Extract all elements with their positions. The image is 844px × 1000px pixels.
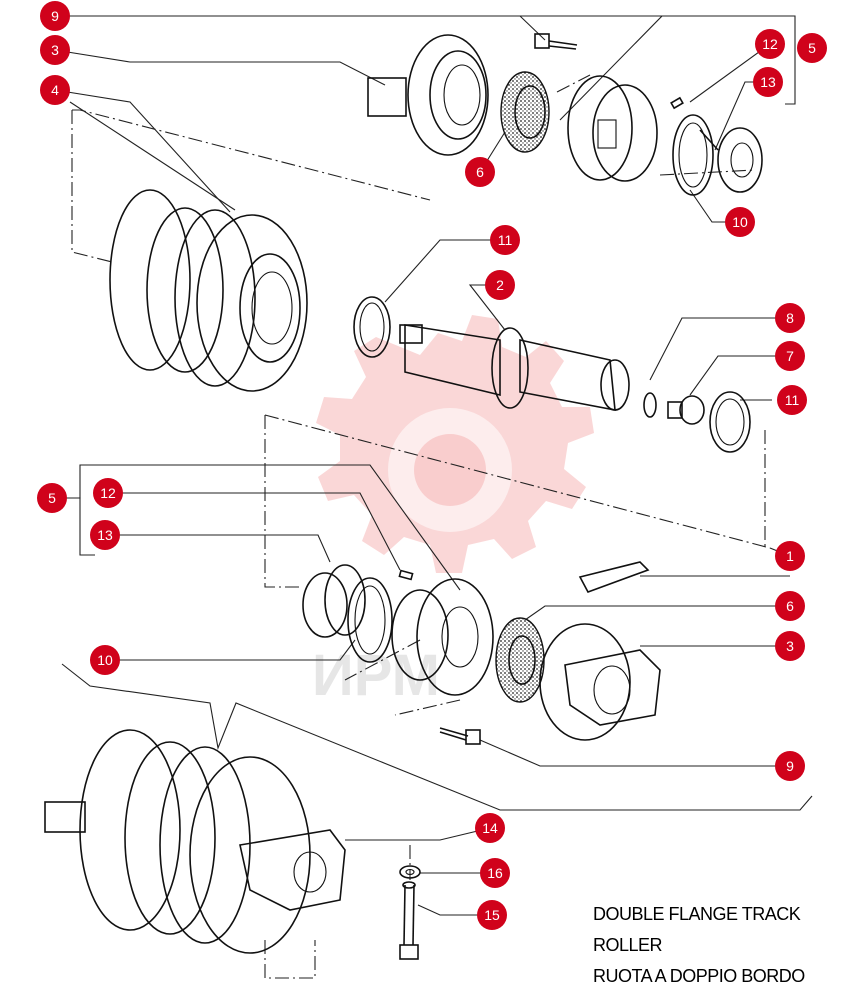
top-collar-part-5 (567, 75, 658, 182)
svg-text:10: 10 (732, 214, 748, 230)
bottom-pin-part-12 (398, 569, 414, 581)
callout-9-top: 9 (40, 1, 70, 31)
stud-bolt-part-15 (399, 881, 419, 960)
svg-text:12: 12 (100, 485, 116, 501)
watermark-gear-logo: ИРМ (312, 315, 594, 708)
bottom-bolt-part-9 (439, 727, 481, 745)
callout-3-top: 3 (40, 35, 70, 65)
callout-11-right: 11 (777, 385, 807, 415)
right-oring-part-11 (709, 391, 751, 453)
svg-text:16: 16 (487, 865, 503, 881)
svg-text:7: 7 (786, 348, 794, 364)
callout-5-top: 5 (797, 33, 827, 63)
top-end-cover-part-3 (367, 34, 489, 156)
svg-text:14: 14 (482, 820, 498, 836)
bottom-oring-part-10 (347, 577, 393, 663)
top-seal-part-6 (500, 71, 550, 153)
svg-text:3: 3 (786, 638, 794, 654)
snap-ring-part-8 (643, 392, 657, 418)
svg-text:9: 9 (51, 8, 59, 24)
callout-15: 15 (477, 900, 507, 930)
caption-line-italian: RUOTA A DOPPIO BORDO (593, 966, 805, 986)
svg-text:3: 3 (51, 42, 59, 58)
callout-8: 8 (775, 303, 805, 333)
svg-text:15: 15 (484, 907, 500, 923)
callout-13-top: 13 (753, 67, 783, 97)
top-pin-part-12 (670, 96, 684, 110)
washer-part-16 (399, 865, 421, 879)
callout-13-bottom: 13 (90, 520, 120, 550)
top-oring-part-10 (672, 114, 714, 196)
callout-10-bottom: 10 (90, 645, 120, 675)
shaft-part-2 (399, 324, 630, 411)
key-part-1 (578, 561, 650, 593)
callout-6-top: 6 (465, 157, 495, 187)
callout-10-top: 10 (725, 207, 755, 237)
svg-text:6: 6 (786, 598, 794, 614)
caption-line-english-2: ROLLER (593, 935, 663, 955)
diagram-caption: DOUBLE FLANGE TRACK ROLLER RUOTA A DOPPI… (593, 899, 805, 992)
callout-11-left: 11 (490, 225, 520, 255)
left-oring-part-11 (353, 296, 391, 358)
svg-text:8: 8 (786, 310, 794, 326)
callout-12-top: 12 (755, 29, 785, 59)
assembled-track-roller (44, 729, 346, 954)
svg-text:11: 11 (498, 232, 513, 248)
top-bushing-part-13 (699, 127, 763, 193)
callout-9-bottom: 9 (775, 751, 805, 781)
callout-5-bottom: 5 (37, 483, 67, 513)
svg-text:10: 10 (97, 652, 113, 668)
svg-text:ИРМ: ИРМ (312, 643, 440, 708)
svg-text:6: 6 (476, 164, 484, 180)
svg-text:5: 5 (808, 40, 816, 56)
callout-3-bottom: 3 (775, 631, 805, 661)
bottom-collar-part-5 (391, 578, 494, 696)
svg-text:1: 1 (786, 548, 794, 564)
svg-text:11: 11 (785, 392, 800, 408)
assembly-axis-lines (71, 74, 771, 979)
roller-body-part-4 (109, 189, 308, 392)
callout-2: 2 (485, 270, 515, 300)
caption-line-english: DOUBLE FLANGE TRACK (593, 904, 801, 924)
bottom-seal-part-6 (495, 617, 545, 703)
callout-1: 1 (775, 541, 805, 571)
callout-12-bottom: 12 (93, 478, 123, 508)
callout-7: 7 (775, 341, 805, 371)
svg-text:13: 13 (760, 74, 776, 90)
bottom-end-cover-part-3 (539, 623, 661, 741)
svg-text:4: 4 (51, 82, 59, 98)
svg-text:9: 9 (786, 758, 794, 774)
bottom-bushing-part-13 (302, 564, 366, 638)
plug-part-7 (667, 395, 705, 425)
callout-4: 4 (40, 75, 70, 105)
svg-text:12: 12 (762, 36, 778, 52)
top-bolt-part-9 (534, 33, 578, 50)
svg-text:13: 13 (97, 527, 113, 543)
svg-text:5: 5 (48, 490, 56, 506)
callout-16: 16 (480, 858, 510, 888)
svg-text:2: 2 (496, 277, 504, 293)
callout-6-bottom: 6 (775, 591, 805, 621)
callout-14: 14 (475, 813, 505, 843)
